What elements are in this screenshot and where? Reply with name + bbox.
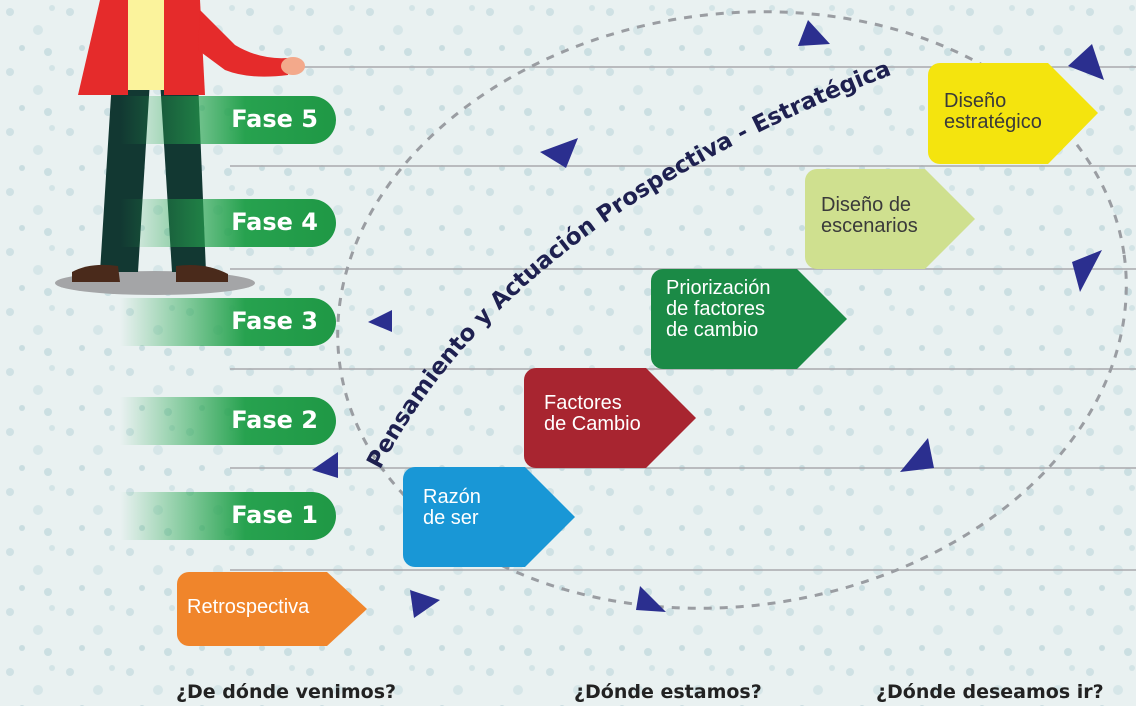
stage-box: [524, 368, 646, 468]
stage-line-1: Retrospectiva: [187, 596, 310, 618]
stage-line-2: escenarios: [821, 215, 918, 237]
stage-diseno-estrategico: Diseño estratégico: [928, 63, 1098, 164]
arrow-icon: [1072, 250, 1102, 292]
stage-line-1: Priorización: [666, 277, 771, 299]
stage-factores-de-cambio: Factores de Cambio: [524, 368, 696, 468]
stage-box: [403, 467, 525, 567]
phase-label: Fase 5: [231, 105, 318, 133]
stage-priorizacion: Priorización de factores de cambio: [651, 269, 847, 369]
stage-line-2: de factores: [666, 298, 765, 320]
question-present: ¿Dónde estamos?: [574, 681, 762, 703]
stage-line-3: de cambio: [666, 319, 759, 341]
stage-arrow-icon: [1048, 63, 1098, 164]
phase-label: Fase 2: [231, 406, 318, 434]
phase-label: Fase 1: [231, 501, 318, 529]
arrow-icon: [410, 590, 440, 618]
stage-arrow-icon: [925, 169, 975, 269]
stage-retrospectiva: Retrospectiva: [177, 572, 367, 646]
stage-box: [928, 63, 1048, 164]
phase-5: Fase 5: [120, 96, 336, 144]
stage-box: [651, 269, 797, 369]
stage-razon-de-ser: Razón de ser: [403, 467, 575, 567]
arrow-icon: [798, 20, 830, 46]
stage-arrow-icon: [797, 269, 847, 369]
phase-1: Fase 1: [120, 492, 336, 540]
stage-box: [177, 572, 327, 646]
stage-line-1: Diseño: [944, 90, 1007, 112]
arrow-icon: [540, 138, 578, 168]
phase-label: Fase 3: [231, 307, 318, 335]
stage-line-1: Diseño de: [821, 194, 912, 216]
stage-arrow-icon: [646, 368, 696, 468]
stage-box: [805, 169, 925, 269]
phase-label: Fase 4: [231, 208, 318, 236]
stage-line-2: estratégico: [944, 111, 1042, 133]
question-future: ¿Dónde deseamos ir?: [876, 681, 1104, 703]
arrow-icon: [368, 310, 392, 332]
phase-2: Fase 2: [120, 397, 336, 445]
stage-arrow-icon: [327, 572, 367, 646]
arrow-icon: [900, 438, 934, 472]
stage-line-1: Factores: [544, 392, 622, 414]
arrow-icon: [636, 586, 666, 612]
phase-3: Fase 3: [120, 298, 336, 346]
question-past: ¿De dónde venimos?: [176, 681, 397, 703]
stage-line-1: Razón: [423, 486, 481, 508]
arrow-icon: [312, 452, 338, 478]
phase-4: Fase 4: [120, 199, 336, 247]
stage-arrow-icon: [525, 467, 575, 567]
stage-line-2: de Cambio: [544, 413, 641, 435]
stage-line-2: de ser: [423, 507, 479, 529]
stage-diseno-escenarios: Diseño de escenarios: [805, 169, 975, 269]
